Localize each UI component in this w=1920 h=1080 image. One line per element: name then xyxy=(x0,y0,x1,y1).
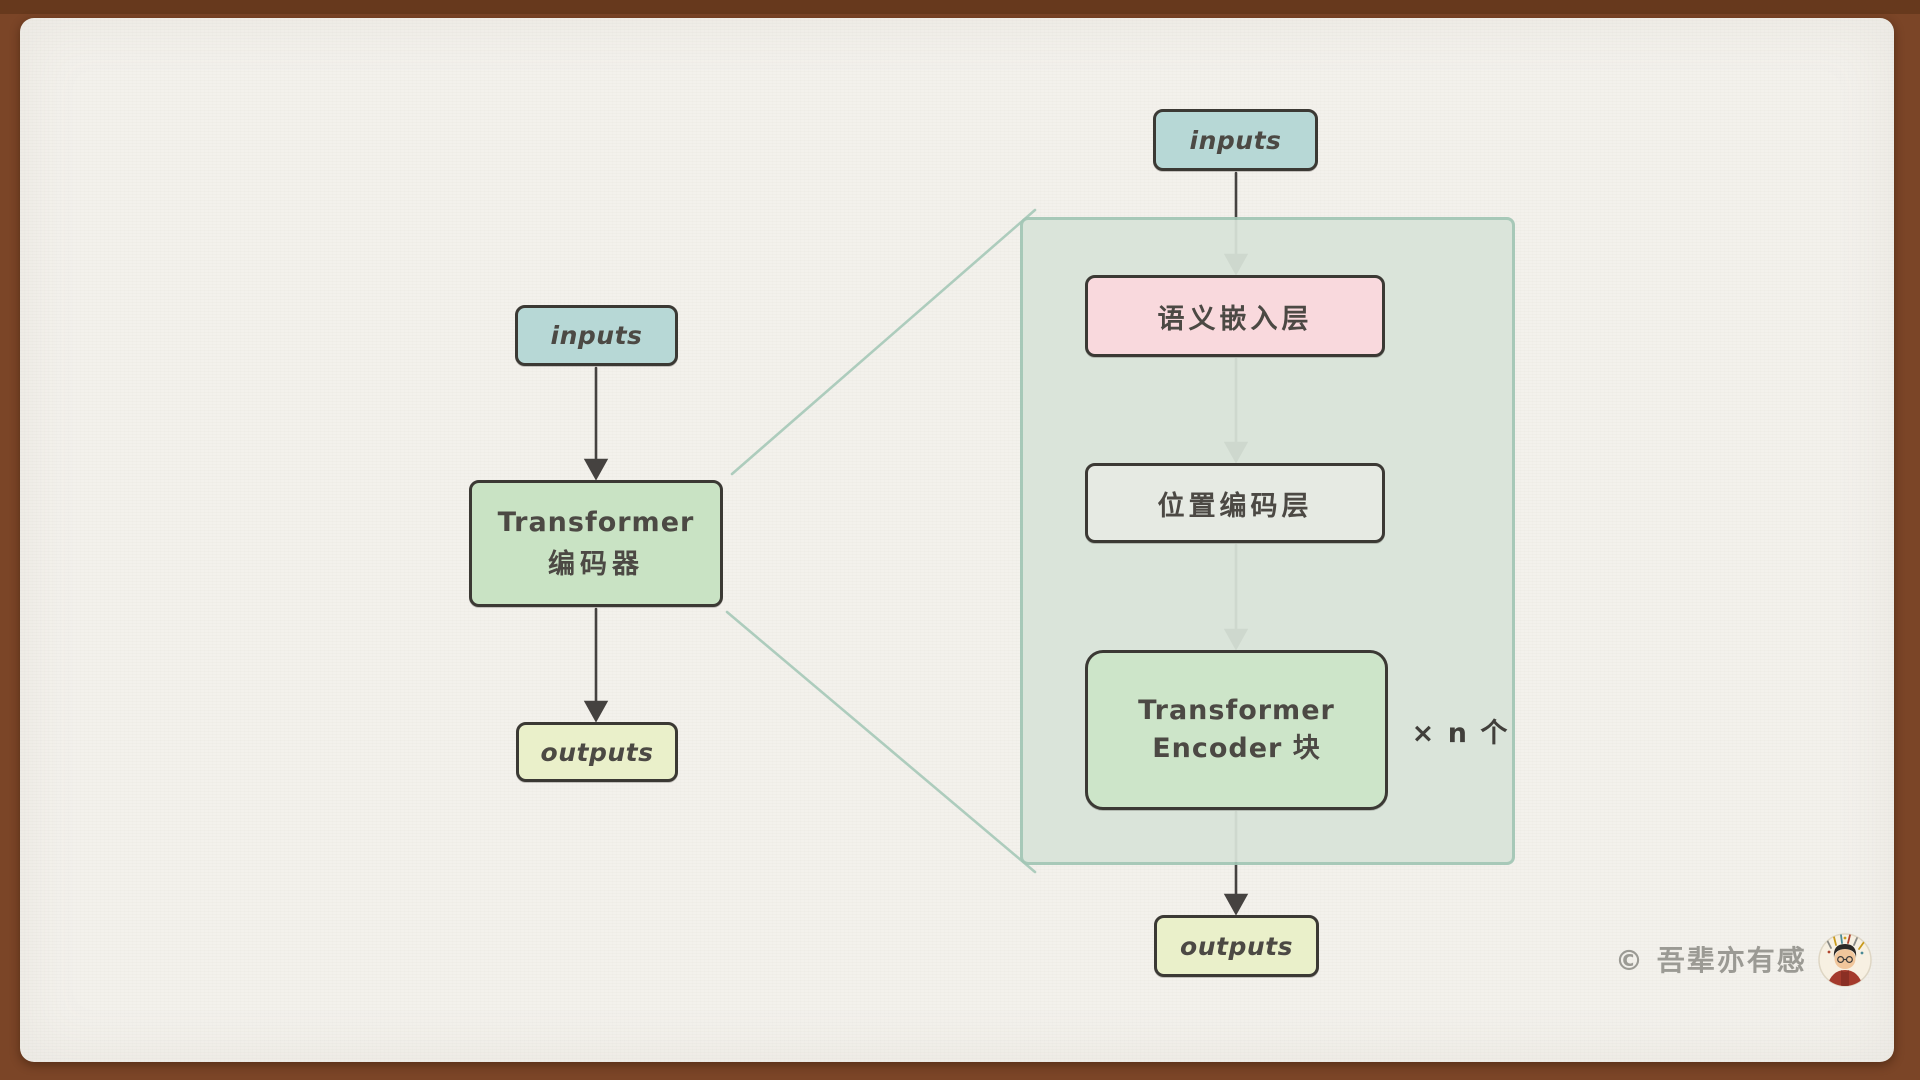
encoder-label-line1: Transformer xyxy=(497,506,695,538)
outputs-label: outputs xyxy=(540,737,654,767)
encoder-block-label: Transformer Encoder 块 xyxy=(1138,695,1335,764)
embedding-label: 语义嵌入层 xyxy=(1157,303,1313,335)
node-positional-encoding-layer: 位置编码层 xyxy=(1085,463,1385,543)
author-avatar xyxy=(1818,933,1872,987)
encoder-label-line2: 编码器 xyxy=(548,548,644,580)
node-semantic-embedding-layer: 语义嵌入层 xyxy=(1085,275,1385,357)
outputs-label: outputs xyxy=(1180,931,1293,961)
avatar-doodles xyxy=(1825,934,1865,955)
node-transformer-encoder-block: Transformer Encoder 块 xyxy=(1085,650,1388,810)
avatar-glasses xyxy=(1836,956,1853,964)
paper-canvas xyxy=(20,18,1894,1062)
node-outputs-left: outputs xyxy=(516,722,678,782)
inputs-label: inputs xyxy=(550,321,643,350)
copyright-text: © 吾辈亦有感 xyxy=(1615,944,1807,977)
node-inputs-left: inputs xyxy=(515,305,678,366)
frame-top-strip xyxy=(0,0,1920,14)
positional-label: 位置编码层 xyxy=(1157,490,1313,522)
inputs-label: inputs xyxy=(1189,125,1282,155)
node-transformer-encoder: Transformer 编码器 xyxy=(469,480,723,607)
node-outputs-right: outputs xyxy=(1154,915,1319,977)
footer: © 吾辈亦有感 xyxy=(1615,928,1873,990)
node-inputs-right: inputs xyxy=(1153,109,1318,171)
repeat-n-times-label: × n 个 xyxy=(1411,717,1510,749)
avatar-shirt-center xyxy=(1840,970,1849,986)
avatar-hair xyxy=(1833,944,1856,958)
